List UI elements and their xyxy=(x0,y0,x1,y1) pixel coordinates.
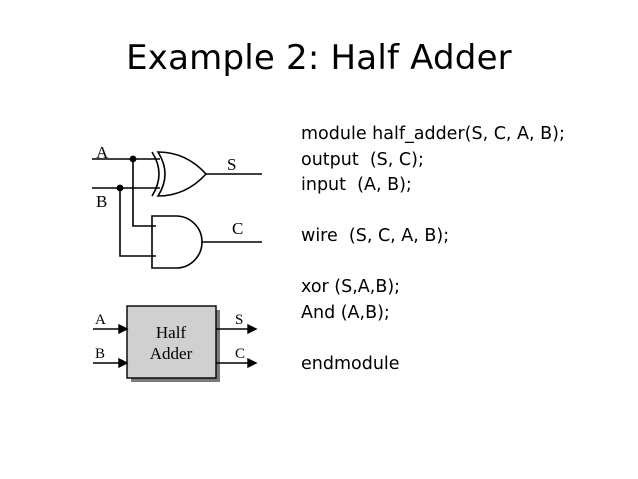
block-label-b: B xyxy=(95,346,105,362)
circuit-label-a: A xyxy=(96,143,109,162)
code-line: output (S, C); xyxy=(301,149,424,170)
half-adder-block-diagram: A B S C Half Adder xyxy=(93,305,258,382)
code-line: input (A, B); xyxy=(301,175,412,195)
and-gate xyxy=(151,215,203,269)
block-label-c: C xyxy=(235,346,245,362)
slide-title: Example 2: Half Adder xyxy=(126,38,512,78)
circuit-label-b: B xyxy=(96,192,107,211)
code-line: wire (S, C, A, B); xyxy=(301,226,450,246)
xor-gate xyxy=(156,151,208,197)
block-box xyxy=(126,305,217,379)
wire-a-to-and xyxy=(132,159,156,227)
code-line: module half_adder(S, C, A, B); xyxy=(301,124,565,144)
code-line xyxy=(301,326,565,352)
block-label-s: S xyxy=(235,312,243,328)
code-line xyxy=(301,250,565,276)
block-title-line2: Adder xyxy=(150,344,193,363)
circuit-label-c: C xyxy=(232,219,243,238)
code-line: xor (S,A,B); xyxy=(301,277,401,297)
junction-dot-a xyxy=(129,155,137,163)
circuit-label-s: S xyxy=(227,155,236,174)
wire-b-to-and xyxy=(119,188,156,257)
code-line: endmodule xyxy=(301,353,400,374)
arrow-out-s-icon xyxy=(247,323,258,335)
arrow-out-c-icon xyxy=(247,357,258,369)
block-title-line1: Half xyxy=(156,323,187,342)
code-line: And (A,B); xyxy=(301,302,390,323)
junction-dot-b xyxy=(116,184,124,192)
code-line xyxy=(301,199,565,225)
block-label-a: A xyxy=(95,312,106,328)
arrow-in-b-icon xyxy=(118,357,129,369)
verilog-code-block: module half_adder(S, C, A, B); output (S… xyxy=(301,122,565,377)
arrow-in-a-icon xyxy=(118,323,129,335)
xor-extra-arc xyxy=(151,151,160,197)
